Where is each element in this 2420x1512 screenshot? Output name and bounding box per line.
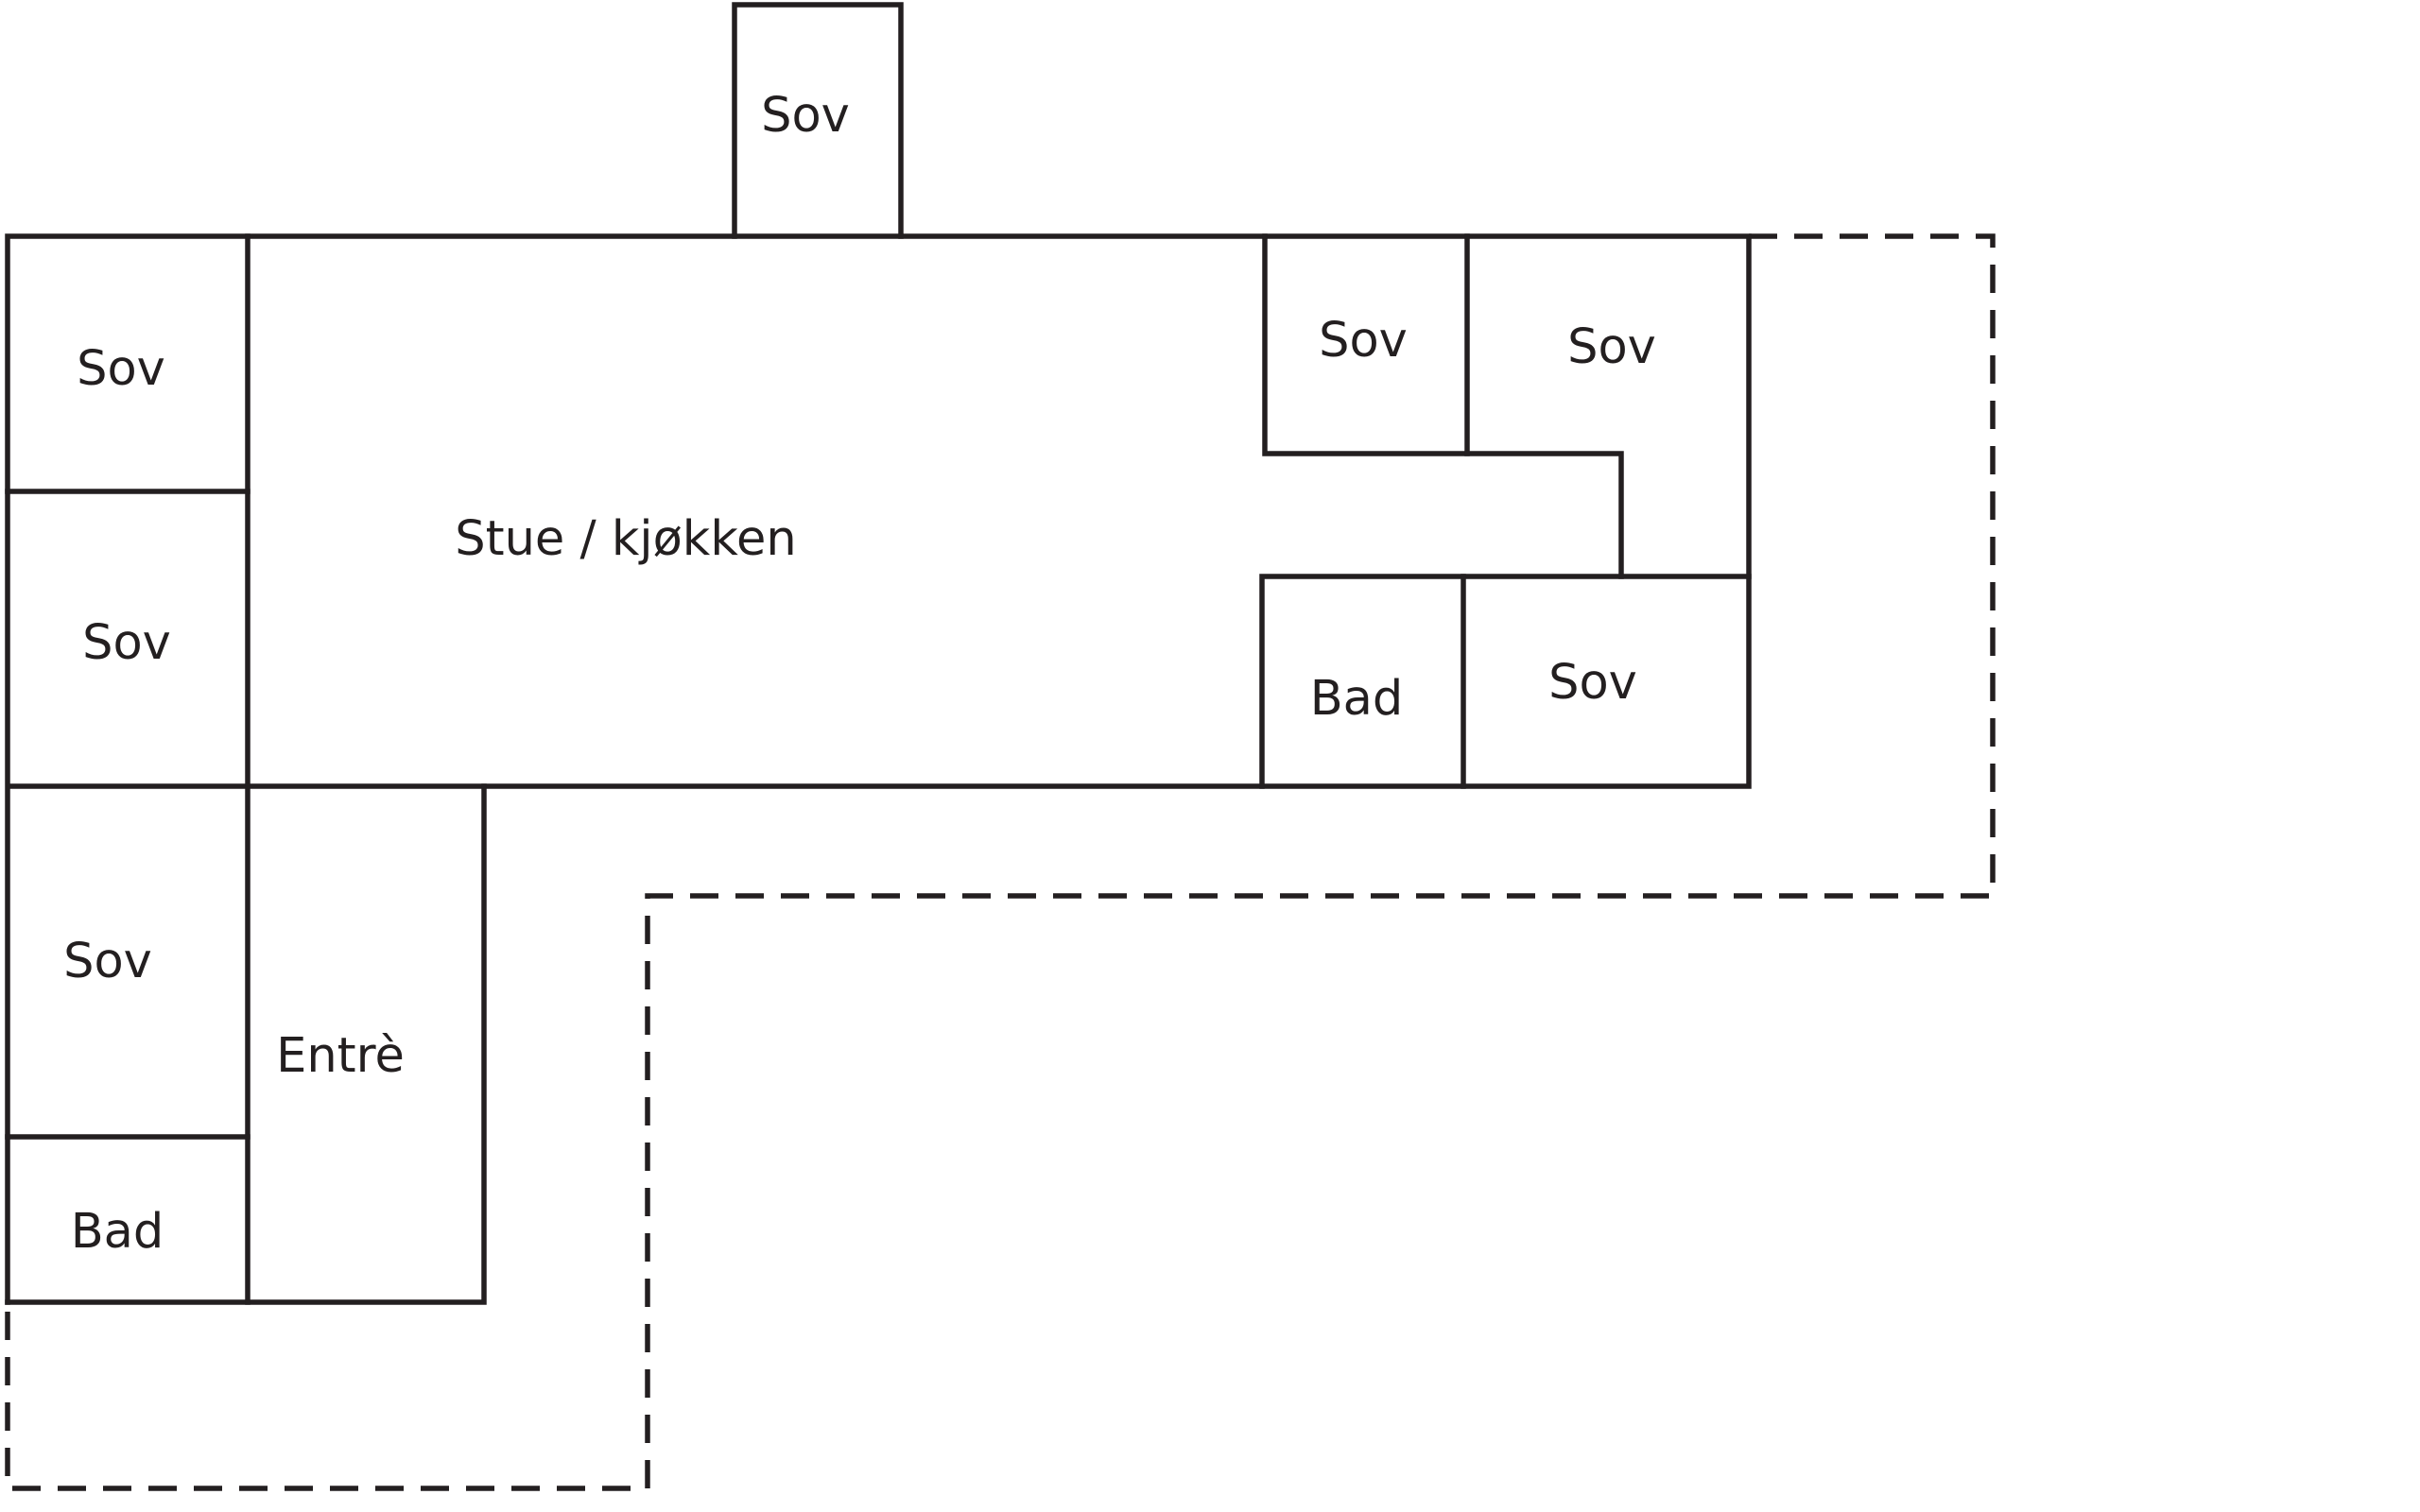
- walls: [5, 2, 1752, 1305]
- room-label-bad-west: Bad: [71, 1204, 164, 1260]
- room-label-sov-ne-small: Sov: [1319, 313, 1408, 369]
- room-label-sov-w: Sov: [82, 615, 171, 671]
- room-label-sov-sw: Sov: [63, 934, 152, 989]
- room-label-sov-se: Sov: [1548, 655, 1637, 711]
- room-labels: Sov Sov Sov Stue / kjøkken Sov Sov Bad S…: [63, 88, 1656, 1260]
- wall-annex: [732, 2, 904, 239]
- room-label-bad-east: Bad: [1310, 671, 1404, 727]
- wall-west-wing: [5, 783, 487, 1305]
- room-label-sov-nw: Sov: [77, 341, 165, 397]
- room-label-sov-ne: Sov: [1567, 319, 1656, 375]
- room-label-entre: Entrè: [276, 1028, 405, 1084]
- wall-sov-ne-small: [1262, 233, 1624, 579]
- wall-bad-east: [1259, 574, 1752, 789]
- room-label-sov-annex: Sov: [761, 88, 850, 144]
- terrace-east-outline: [5, 233, 1996, 1491]
- room-label-stue-kjokken: Stue / kjøkken: [455, 511, 797, 567]
- wall-main-outline: [5, 233, 1752, 1305]
- terrace-outline: [5, 233, 1996, 1491]
